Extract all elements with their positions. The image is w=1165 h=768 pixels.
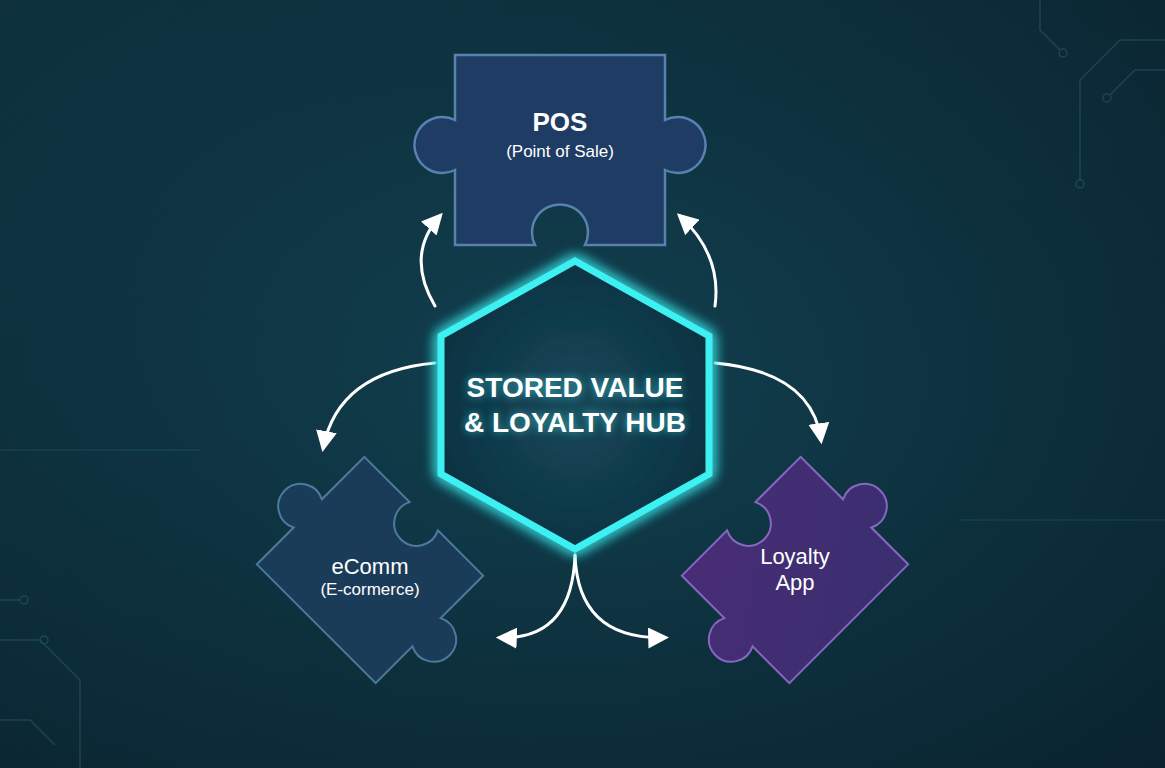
- node-title: Loyalty App: [748, 544, 843, 597]
- puzzle-piece: Loyalty App: [665, 440, 925, 700]
- node-title: POS: [533, 107, 588, 138]
- puzzle-piece: POS (Point of Sale): [410, 50, 710, 250]
- puzzle-piece: eComm(E-cormerce): [240, 440, 500, 700]
- hexagon-outline: [435, 255, 715, 555]
- flow-arrow: [421, 216, 440, 306]
- flow-arrow: [500, 555, 575, 638]
- flow-arrow: [323, 363, 435, 448]
- node-subtitle: (E-cormerce): [320, 580, 419, 600]
- node-title: STORED VALUE & LOYALTY HUB: [463, 370, 688, 440]
- hub-hexagon: STORED VALUE & LOYALTY HUB: [435, 255, 715, 555]
- flow-arrow: [715, 363, 821, 440]
- node-subtitle: (Point of Sale): [506, 142, 614, 162]
- flow-arrow: [680, 216, 716, 306]
- node-title: eComm: [331, 554, 408, 580]
- flow-arrow: [575, 555, 665, 638]
